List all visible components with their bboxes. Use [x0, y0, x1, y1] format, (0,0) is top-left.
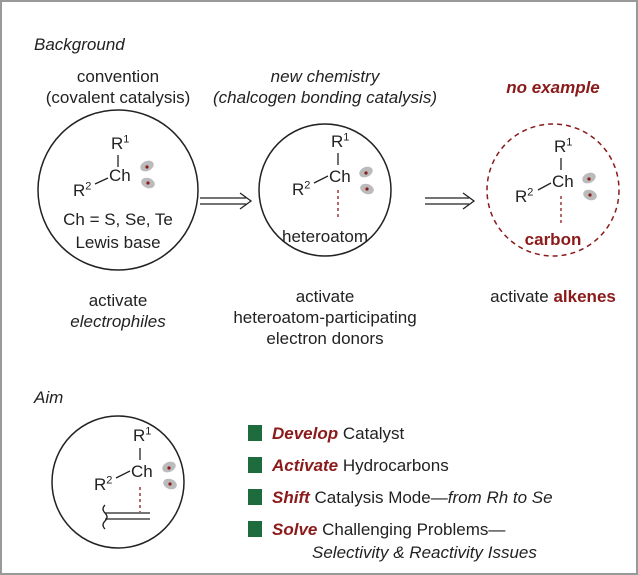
col2-title-line2: (chalcogen bonding catalysis): [213, 88, 437, 107]
col1-circle-line2: Lewis base: [75, 233, 161, 252]
mol2-ch: Ch: [329, 167, 351, 186]
col3-title: no example: [506, 78, 600, 97]
mol1-ch: Ch: [109, 166, 131, 185]
col2-caption-line1: activate: [295, 287, 355, 306]
col3-circle-label: carbon: [524, 230, 582, 249]
col1-caption-line1: activate: [88, 291, 148, 310]
double-arrow-1: [200, 192, 253, 210]
lone-pairs-1: [140, 160, 155, 189]
mol2-r2: R2: [292, 179, 311, 199]
circle-new-chemistry: [258, 123, 392, 257]
col1-title-line1: convention: [76, 67, 160, 86]
bullet-square-icon: [248, 425, 262, 441]
circle-no-example: [486, 123, 620, 257]
background-heading: Background: [34, 35, 125, 54]
molecule-bonds-aim: [115, 448, 141, 479]
mol2-r1: R1: [331, 131, 350, 151]
aim-item-solve: Solve Challenging Problems—: [248, 519, 505, 541]
col1-title-line2: (covalent catalysis): [45, 88, 191, 107]
bullet-square-icon: [248, 457, 262, 473]
circle-convention: [37, 109, 199, 271]
aim-item-develop: Develop Catalyst: [248, 423, 404, 445]
aim-item-activate: Activate Hydrocarbons: [248, 455, 449, 477]
aim-item-shift: Shift Catalysis Mode—from Rh to Se: [248, 487, 553, 509]
circle-aim: [51, 415, 185, 549]
col2-caption-line2: heteroatom-participating: [233, 308, 417, 327]
bullet-square-icon: [248, 521, 262, 537]
molecule-bonds-3: [537, 158, 562, 191]
col3-caption: activate alkenes: [490, 287, 616, 306]
aim-mol-r1: R1: [133, 425, 152, 445]
mol3-r1: R1: [554, 136, 573, 156]
molecule-bonds-2: [313, 153, 339, 184]
lone-pairs-aim: [162, 461, 177, 490]
bullet-square-icon: [248, 489, 262, 505]
col2-circle-label: heteroatom: [282, 227, 368, 246]
col1-circle-line1: Ch = S, Se, Te: [63, 210, 173, 229]
mol3-r2: R2: [515, 186, 534, 206]
col1-caption-line2: electrophiles: [70, 312, 166, 331]
double-arrow-2: [425, 192, 476, 210]
molecule-bonds-1: [94, 155, 119, 185]
aim-item-solve-line2: Selectivity & Reactivity Issues: [312, 543, 537, 562]
mol1-r2: R2: [73, 180, 92, 200]
alkene-bond-icon: [102, 504, 150, 530]
aim-mol-r2: R2: [94, 474, 113, 494]
lone-pairs-3: [582, 172, 597, 201]
mol3-ch: Ch: [552, 172, 574, 191]
aim-heading: Aim: [34, 388, 64, 407]
lone-pairs-2: [359, 166, 374, 195]
aim-mol-ch: Ch: [131, 462, 153, 481]
col2-title-line1: new chemistry: [270, 67, 380, 86]
mol1-r1: R1: [111, 133, 130, 153]
col2-caption-line3: electron donors: [266, 329, 384, 348]
